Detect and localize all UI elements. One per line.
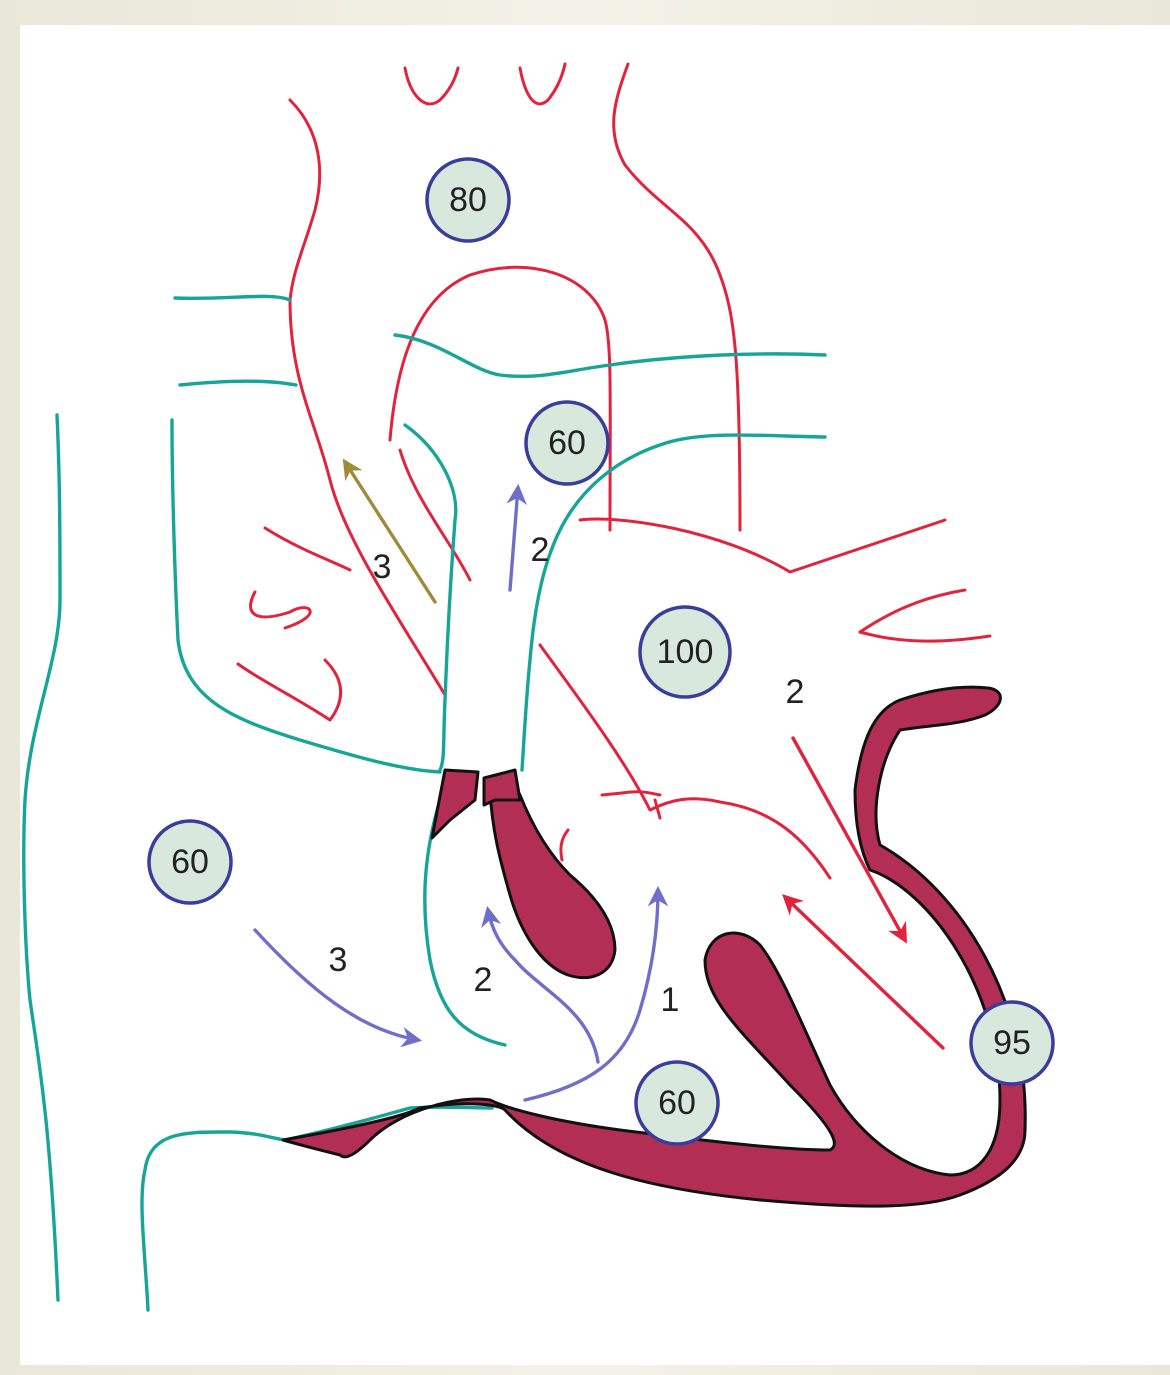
- badge-left-ventricle: 95: [969, 1000, 1055, 1086]
- rv-flow-arrow-2: [481, 905, 600, 1064]
- right-atrium-outline: [22, 413, 507, 1312]
- pulmonary-veins-outline: [236, 517, 992, 722]
- pressure-left-atrium: 100: [657, 633, 714, 671]
- label-rv-arrow-1: 1: [661, 981, 680, 1019]
- pressure-right-ventricle: 60: [658, 1084, 696, 1122]
- badge-right-ventricle: 60: [634, 1060, 720, 1146]
- flow-arrows: [253, 458, 945, 1102]
- myocardium: [281, 685, 1027, 1208]
- badge-aorta: 80: [425, 157, 511, 243]
- badge-pulmonary-artery: 60: [524, 400, 610, 486]
- pulmonary-flow-arrow: [506, 483, 527, 592]
- pressure-right-atrium: 60: [171, 843, 209, 881]
- right-atrium-flow-arrow: [253, 928, 423, 1048]
- badge-left-atrium: 100: [638, 605, 732, 699]
- aorta-flow-arrow: [342, 458, 437, 604]
- badge-right-atrium: 60: [147, 819, 233, 905]
- aorta-outline: [288, 62, 742, 697]
- pressure-aorta: 80: [449, 181, 487, 219]
- pulmonary-artery-outline: [173, 294, 827, 772]
- rv-flow-arrow-1: [523, 885, 669, 1102]
- pressure-left-ventricle: 95: [993, 1024, 1031, 1062]
- label-right-atrium-arrow: 3: [329, 941, 348, 979]
- label-aorta-arrow: 3: [373, 548, 392, 586]
- pressure-pulmonary-artery: 60: [548, 424, 586, 462]
- label-rv-arrow-2: 2: [474, 961, 493, 999]
- left-atrium-outline: [538, 643, 832, 880]
- label-left-atrium-arrow: 2: [786, 673, 805, 711]
- left-atrium-flow-arrow: [791, 736, 907, 944]
- left-ventricle-flow-arrow: [782, 894, 945, 1050]
- label-pulmonary-arrow: 2: [531, 531, 550, 569]
